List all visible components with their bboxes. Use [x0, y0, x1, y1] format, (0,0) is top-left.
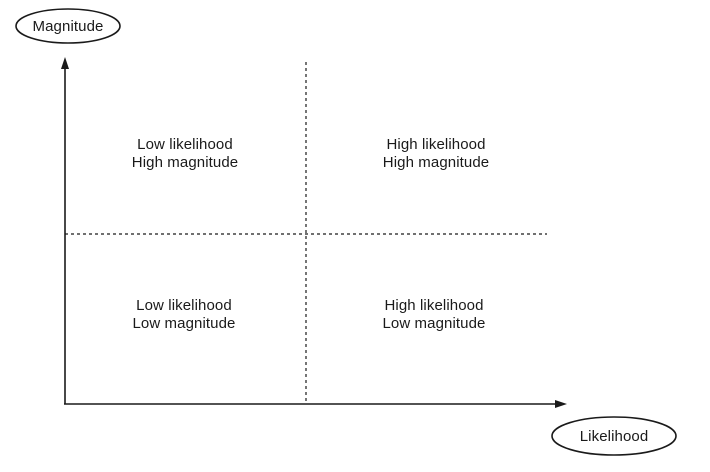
quadrant-bottom-left: Low likelihood Low magnitude: [84, 297, 284, 333]
quadrant-bottom-right-line1: High likelihood: [384, 297, 484, 314]
quadrant-bottom-right: High likelihood Low magnitude: [334, 297, 534, 333]
x-axis-arrowhead: [555, 400, 567, 408]
quadrant-bottom-left-line1: Low likelihood: [136, 297, 232, 314]
quadrant-top-right: High likelihood High magnitude: [336, 136, 536, 172]
quadrant-top-right-line1: High likelihood: [386, 136, 486, 153]
quadrant-top-right-line2: High magnitude: [382, 154, 490, 171]
quadrant-bottom-right-line2: Low magnitude: [382, 315, 486, 332]
x-axis-label: Likelihood: [579, 427, 649, 445]
quadrant-bottom-left-line2: Low magnitude: [132, 315, 236, 332]
x-axis-label-oval: [551, 416, 677, 456]
quadrant-top-left: Low likelihood High magnitude: [85, 136, 285, 172]
y-axis-arrowhead: [61, 57, 69, 69]
y-axis-label: Magnitude: [32, 17, 104, 35]
y-axis-label-oval: [15, 8, 121, 44]
quadrant-top-left-line1: Low likelihood: [137, 136, 233, 153]
quadrant-top-left-line2: High magnitude: [131, 154, 239, 171]
